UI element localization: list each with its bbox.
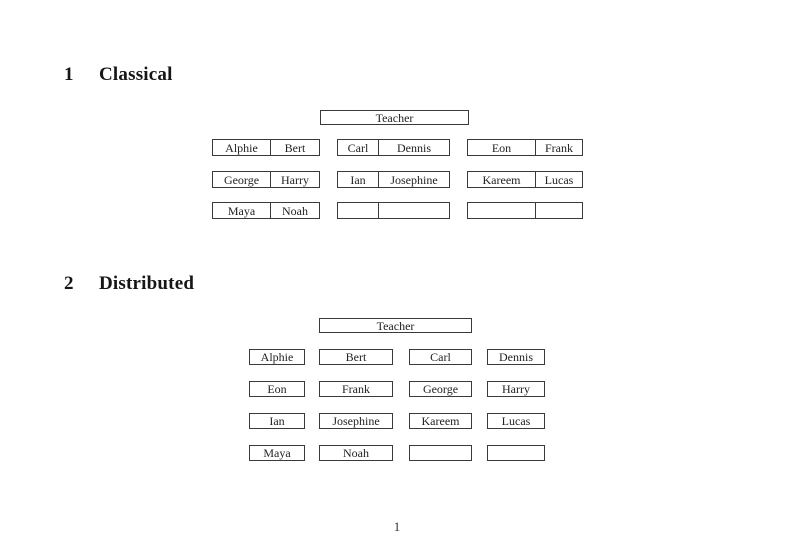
seat-cell: [338, 203, 378, 218]
seat-cell: Josephine: [378, 172, 449, 187]
desk-box: [337, 202, 450, 219]
section-heading-distributed: 2 Distributed: [64, 274, 194, 294]
seat-cell: [535, 203, 582, 218]
seat-cell: Carl: [347, 140, 369, 155]
seat-cell: [378, 203, 449, 218]
seat-box: [487, 445, 545, 461]
page-number: 1: [393, 519, 401, 534]
seat-box: George: [409, 381, 472, 397]
seat-cell: Eon: [491, 140, 512, 155]
seat-box: Eon: [249, 381, 305, 397]
seat-box: Ian: [249, 413, 305, 429]
seat-box: Maya: [249, 445, 305, 461]
seat-cell: Harry: [270, 172, 319, 187]
seat-box: Bert: [319, 349, 393, 365]
seat-cell: George: [223, 172, 260, 187]
section-title: Distributed: [99, 273, 195, 294]
desk-box: [467, 202, 583, 219]
desk-box: Alphie Bert: [212, 139, 320, 156]
section-title: Classical: [99, 64, 173, 85]
section-heading-classical: 1 Classical: [64, 65, 173, 85]
seat-box: Alphie: [249, 349, 305, 365]
seat-box: Frank: [319, 381, 393, 397]
seat-cell: Maya: [227, 203, 256, 218]
seat-box: Lucas: [487, 413, 545, 429]
seat-cell: Ian: [350, 172, 366, 187]
seat-box: Kareem: [409, 413, 472, 429]
desk-box: Kareem Lucas: [467, 171, 583, 188]
desk-box: George Harry: [212, 171, 320, 188]
seat-cell: Kareem: [482, 172, 521, 187]
seat-cell: Lucas: [535, 172, 582, 187]
seat-cell: Bert: [270, 140, 319, 155]
seat-cell: Dennis: [378, 140, 449, 155]
section-number: 2: [64, 273, 74, 294]
seat-box: Noah: [319, 445, 393, 461]
section-number: 1: [64, 64, 74, 85]
desk-box: Carl Dennis: [337, 139, 450, 156]
teacher-box-classical: Teacher: [320, 110, 469, 125]
desk-box: Maya Noah: [212, 202, 320, 219]
seat-cell: [468, 203, 535, 218]
desk-box: Ian Josephine: [337, 171, 450, 188]
seat-box: Carl: [409, 349, 472, 365]
seat-cell: Alphie: [225, 140, 258, 155]
seat-cell: Noah: [270, 203, 319, 218]
teacher-box-distributed: Teacher: [319, 318, 472, 333]
desk-box: Eon Frank: [467, 139, 583, 156]
seat-box: Josephine: [319, 413, 393, 429]
seat-box: Dennis: [487, 349, 545, 365]
seat-cell: Frank: [535, 140, 582, 155]
seat-box: Harry: [487, 381, 545, 397]
seat-box: [409, 445, 472, 461]
